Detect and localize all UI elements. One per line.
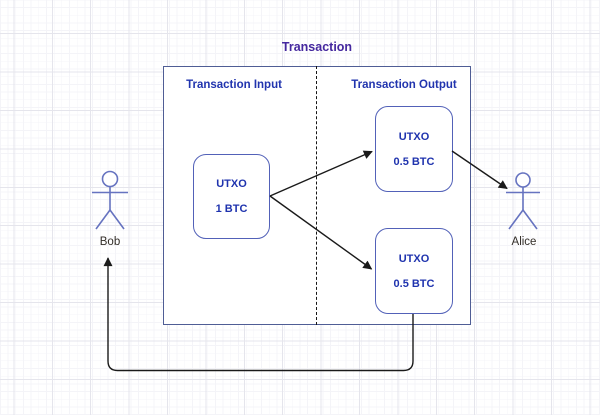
input-utxo-box: UTXO 1 BTC (193, 154, 270, 239)
input-output-divider (316, 66, 317, 325)
utxo-amount: 0.5 BTC (393, 155, 435, 168)
utxo-label: UTXO (398, 130, 430, 143)
actor-label-alice: Alice (511, 236, 537, 248)
utxo-amount: 1 BTC (215, 203, 248, 215)
actor-label-bob: Bob (99, 236, 121, 248)
utxo-label: UTXO (398, 252, 430, 265)
output-utxo-box-2: UTXO 0.5 BTC (375, 228, 453, 314)
input-section-label: Transaction Input (186, 79, 282, 91)
bob-stick-figure-icon (92, 170, 128, 230)
diagram-title: Transaction (281, 40, 353, 54)
alice-stick-figure-icon (506, 172, 540, 230)
utxo-amount: 0.5 BTC (393, 277, 435, 290)
utxo-label: UTXO (216, 178, 247, 190)
output-section-label: Transaction Output (351, 79, 457, 91)
output-utxo-box-1: UTXO 0.5 BTC (375, 106, 453, 192)
